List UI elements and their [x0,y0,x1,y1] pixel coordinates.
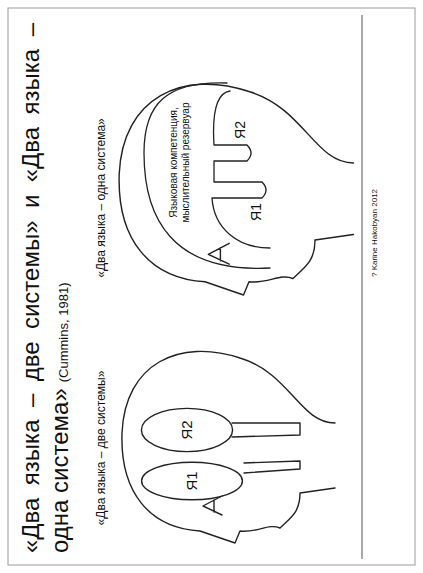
reservoir-inner [212,91,270,248]
left-head [122,351,335,543]
oval-outline [142,462,243,500]
footer-rule [362,15,363,559]
subheading: «Два языка – две системы» [94,343,108,553]
slide-frame [8,8,415,565]
language-oval: Я1 [140,461,244,501]
language-label: Я2 [232,119,248,141]
language-label: Я1 [248,201,264,223]
language-label: Я2 [178,420,196,439]
oval-stalk [232,423,300,437]
language-oval: Я2 [140,407,234,453]
reservoir-outer [144,83,270,268]
right-head [119,84,353,295]
head-outline [122,351,335,543]
copyright-note: ? Karine Hakobyan 2012 [370,133,379,333]
title-block: «Два языка – две системы» и «Два языка –… [16,23,78,553]
subheading: «Два языка – одна система» [94,78,108,318]
head-outline [119,84,353,295]
reservoir-caption: Языковая компетенция, мыслительный резер… [168,100,192,225]
reservoir-shape: Языковая компетенция, мыслительный резер… [142,73,272,273]
oval-outline [141,408,232,451]
citation: (Cummins, 1981) [56,283,71,383]
language-label: Я1 [183,471,201,490]
eye-symbol [208,243,229,264]
oval-stalk [244,461,300,473]
reservoir-outline [142,73,272,273]
